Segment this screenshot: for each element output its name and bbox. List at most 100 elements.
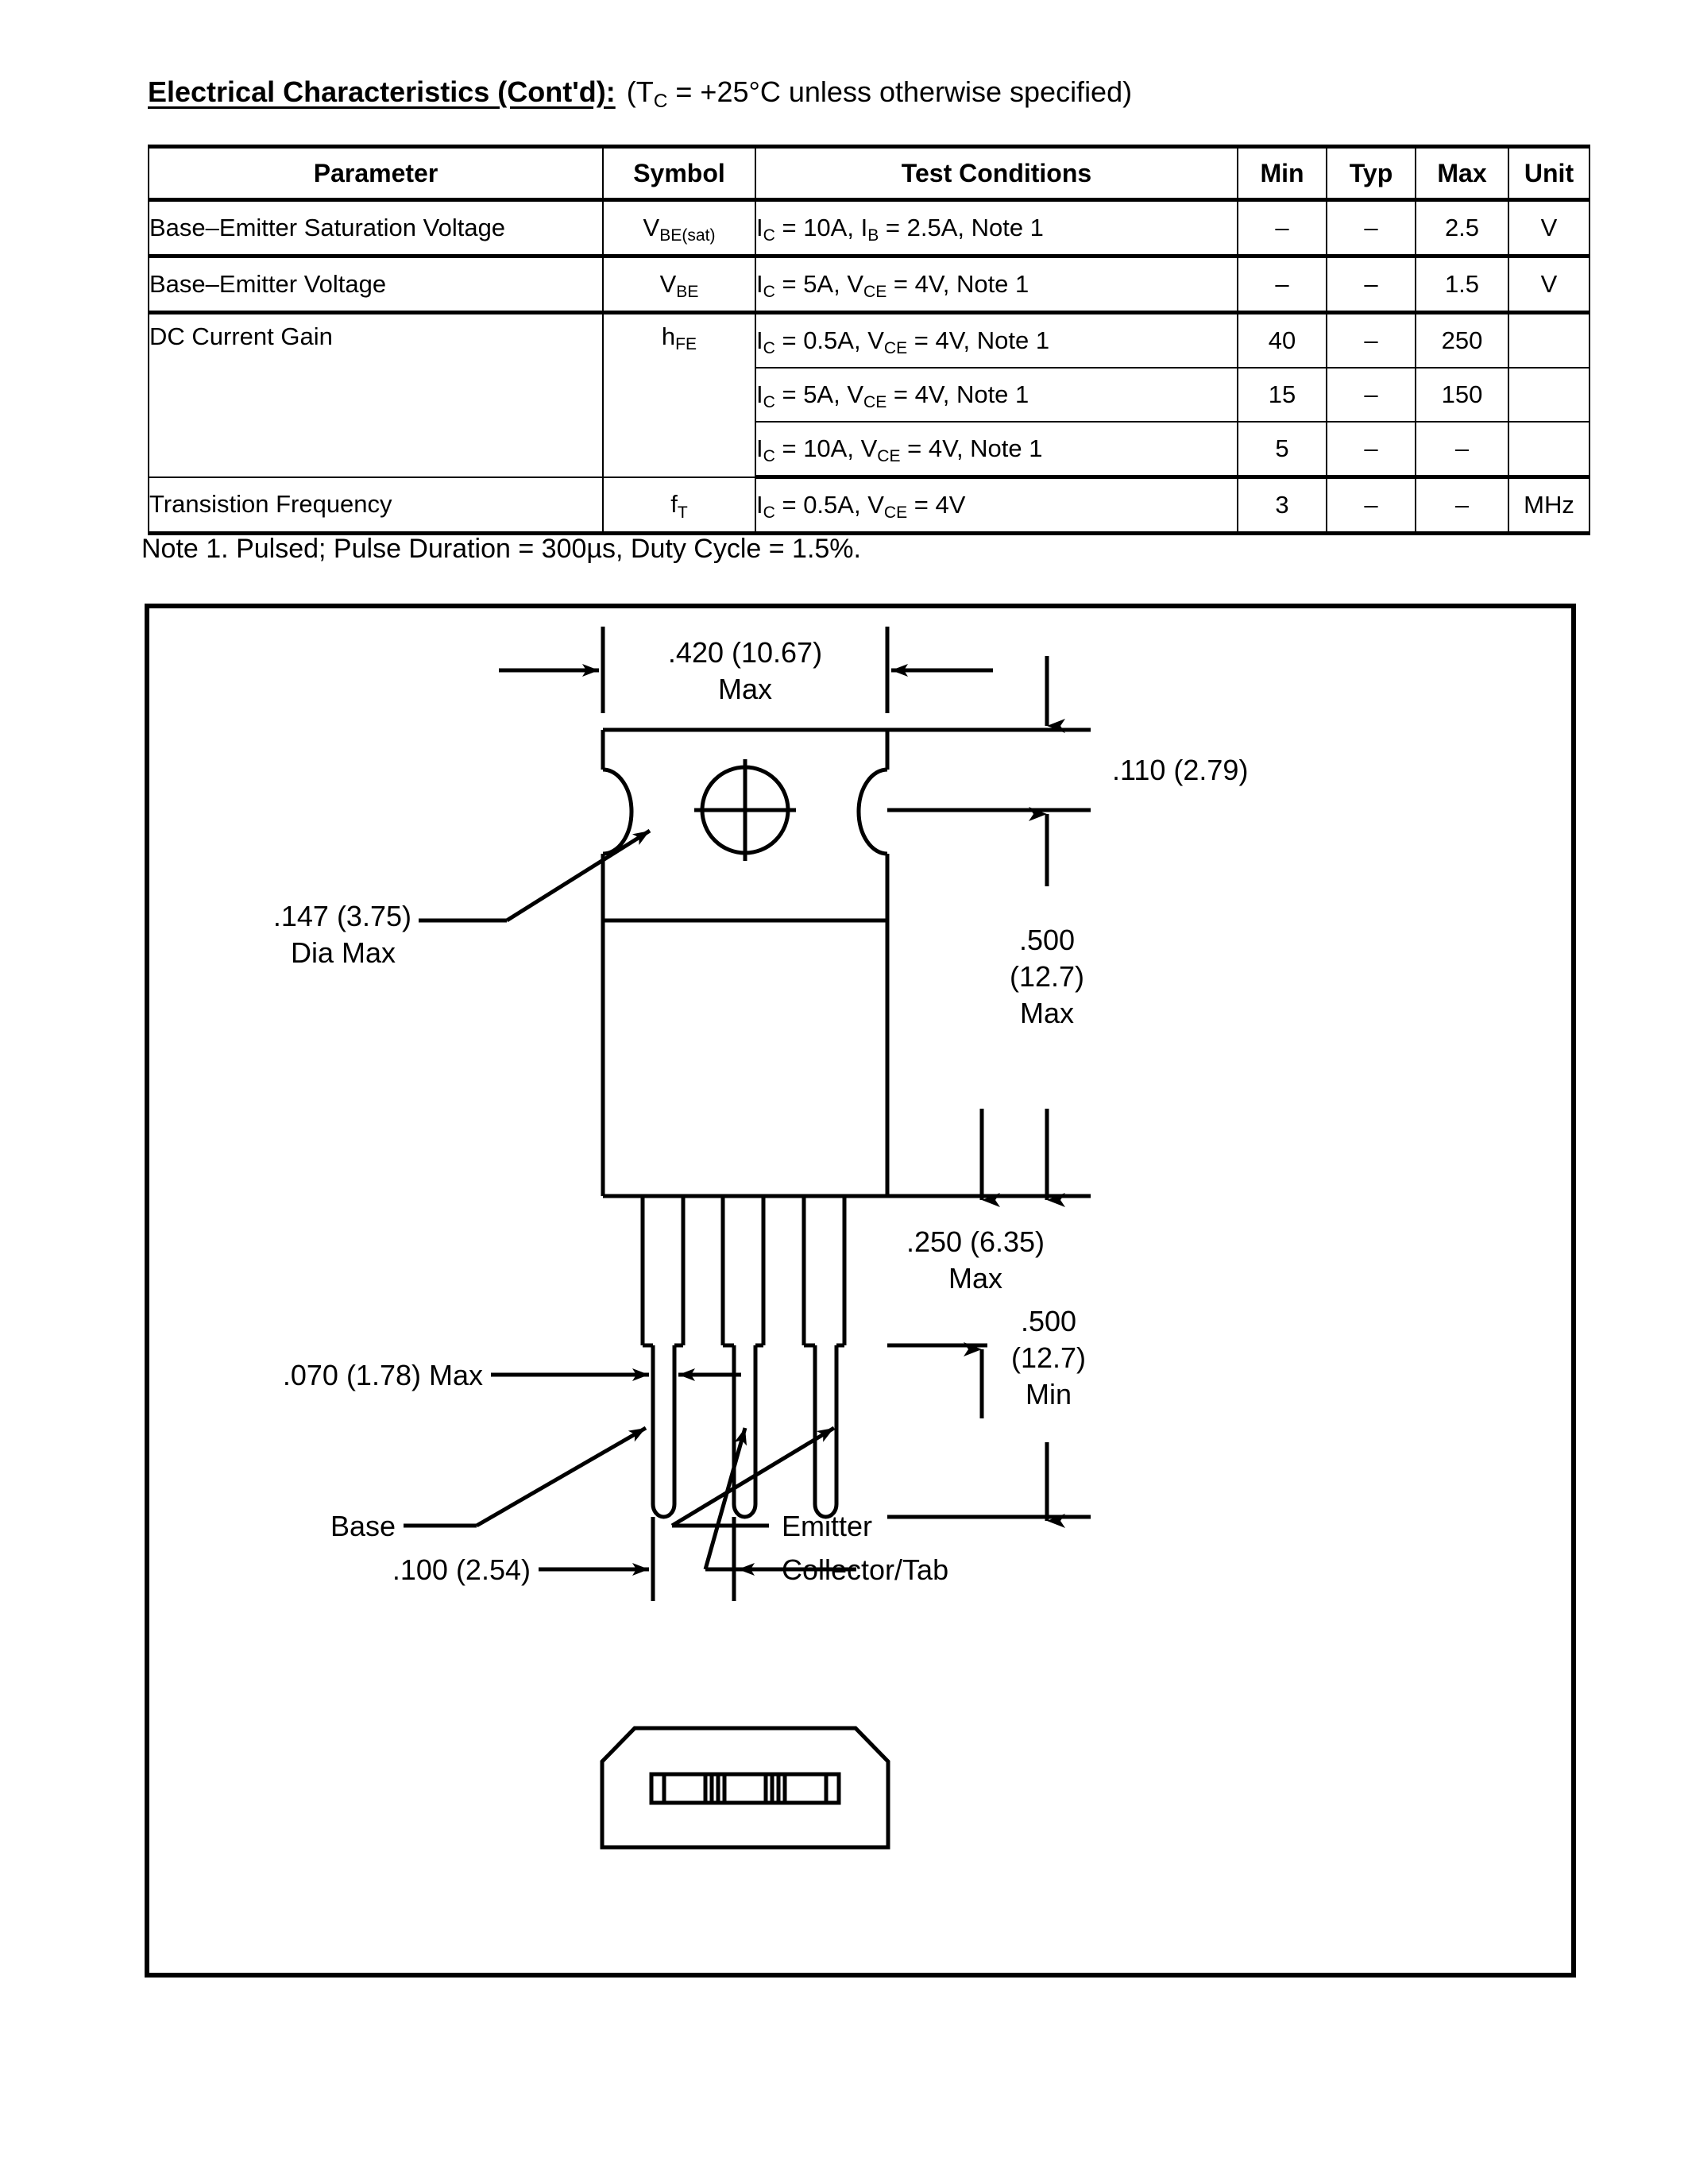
cond-text-2: = 4V [907, 491, 966, 519]
heading-condition-rest: = +25°C unless otherwise specified) [667, 75, 1133, 108]
cond-sym-1: I [756, 326, 763, 354]
cond-text-1: = 5A, [774, 270, 848, 298]
package-outline-drawing: .420 (10.67) Max .110 (2.79) .147 (3.75)… [145, 604, 1576, 1978]
cell-conditions: IC = 5A, VCE = 4V, Note 1 [755, 367, 1238, 423]
label-body-height-line2: (12.7) [1010, 960, 1084, 993]
cond-text-1: = 0.5A, [774, 491, 868, 519]
label-width-max-line1: .420 (10.67) [668, 636, 822, 669]
symbol-sub: T [677, 503, 688, 522]
table-row: Base–Emitter Voltage VBE IC = 5A, VCE = … [148, 255, 1590, 314]
cell-typ: – [1326, 367, 1416, 423]
table-row: DC Current Gain hFE IC = 0.5A, VCE = 4V,… [148, 311, 1590, 478]
label-lead-pitch: .100 (2.54) [392, 1553, 531, 1586]
cell-conditions: IC = 10A, VCE = 4V, Note 1 [755, 421, 1238, 479]
cond-sub-2: CE [877, 447, 901, 466]
column-header-max: Max [1415, 145, 1509, 202]
label-pin-emitter: Emitter [782, 1510, 872, 1542]
table-header-row: Parameter Symbol Test Conditions Min Typ… [148, 145, 1590, 202]
cell-min: – [1237, 199, 1327, 258]
label-shoulder-line2: Max [948, 1262, 1002, 1295]
cell-typ: – [1326, 476, 1416, 535]
cond-sym-2: V [847, 380, 864, 408]
cond-sub-2: CE [863, 283, 887, 302]
symbol-sub: FE [675, 335, 697, 354]
page-heading: Electrical Characteristics (Cont'd):(TC … [148, 75, 1133, 112]
cell-conditions: IC = 0.5A, VCE = 4V, Note 1 [755, 311, 1238, 369]
label-lead-length-line1: .500 [1021, 1305, 1076, 1337]
electrical-characteristics-table: Parameter Symbol Test Conditions Min Typ… [148, 145, 1590, 535]
cond-sub-1: C [763, 339, 775, 358]
label-lead-width-max: .070 (1.78) Max [283, 1359, 483, 1391]
cell-unit: V [1508, 255, 1590, 314]
cond-text-2: = 4V, Note 1 [886, 270, 1029, 298]
cell-unit [1508, 367, 1590, 423]
cond-sym-1: I [756, 214, 763, 241]
cond-sym-1: I [756, 434, 763, 462]
label-pin-base: Base [330, 1510, 396, 1542]
cond-sub-1: C [763, 226, 775, 245]
label-pin-collector: Collector/Tab [782, 1553, 948, 1586]
label-hole-dia-line1: .147 (3.75) [273, 900, 411, 932]
cond-sym-1: I [756, 491, 763, 519]
column-header-parameter: Parameter [148, 145, 604, 202]
cond-sub-2: B [867, 226, 879, 245]
label-width-max-line2: Max [718, 673, 772, 705]
label-lead-length-line2: (12.7) [1011, 1341, 1086, 1374]
cond-sub-2: CE [863, 393, 887, 412]
table-row: Base–Emitter Saturation Voltage VBE(sat)… [148, 199, 1590, 258]
cell-unit: V [1508, 199, 1590, 258]
cond-sym-2: V [847, 270, 864, 298]
symbol-base: V [643, 214, 660, 241]
table-body: Base–Emitter Saturation Voltage VBE(sat)… [148, 199, 1590, 535]
cond-text-2: = 4V, Note 1 [900, 434, 1043, 462]
cell-max: 2.5 [1415, 199, 1509, 258]
cell-typ: – [1326, 311, 1416, 369]
symbol-base: h [661, 322, 676, 350]
cell-min: – [1237, 255, 1327, 314]
cell-max: – [1415, 421, 1509, 479]
cell-unit [1508, 311, 1590, 369]
column-header-unit: Unit [1508, 145, 1590, 202]
label-hole-dia-line2: Dia Max [291, 936, 396, 969]
note-label: Note 1. [141, 534, 229, 564]
heading-title: Electrical Characteristics (Cont'd): [148, 75, 616, 108]
cell-max: 250 [1415, 311, 1509, 369]
cell-min: 40 [1237, 311, 1327, 369]
column-header-conditions: Test Conditions [755, 145, 1238, 202]
cell-symbol: VBE [602, 255, 756, 314]
dimension-labels: .420 (10.67) Max .110 (2.79) .147 (3.75)… [273, 636, 1249, 1586]
cell-max: – [1415, 476, 1509, 535]
heading-condition-prefix: (T [626, 75, 654, 108]
cond-text-1: = 0.5A, [774, 326, 868, 354]
cell-max: 1.5 [1415, 255, 1509, 314]
cond-sub-1: C [763, 504, 775, 523]
cell-symbol: fT [602, 476, 756, 535]
drawing-content [404, 627, 1091, 1850]
table-row: Transistion Frequency fT IC = 0.5A, VCE … [148, 476, 1590, 535]
cell-symbol: VBE(sat) [602, 199, 756, 258]
cell-conditions: IC = 10A, IB = 2.5A, Note 1 [755, 199, 1238, 258]
table-row: IC = 5A, VCE = 4V, Note 1 15 – 150 [149, 367, 1590, 423]
cond-sym-2: I [860, 214, 868, 241]
cell-unit: MHz [1508, 476, 1590, 535]
cell-typ: – [1326, 255, 1416, 314]
symbol-base: f [670, 490, 678, 519]
cond-sub-1: C [763, 283, 775, 302]
note-text-before: Pulsed; Pulse Duration = 300 [228, 534, 587, 564]
cond-sym-1: I [756, 270, 763, 298]
column-header-typ: Typ [1326, 145, 1416, 202]
symbol-sub: BE [676, 283, 699, 302]
label-tab-thickness: .110 (2.79) [1112, 754, 1248, 786]
cond-text-1: = 5A, [774, 380, 848, 408]
cell-max: 150 [1415, 367, 1509, 423]
cell-min: 5 [1237, 421, 1327, 479]
cond-sub-1: C [763, 393, 775, 412]
cell-parameter: DC Current Gain [148, 311, 604, 478]
cond-sym-2: V [867, 326, 884, 354]
cond-text-2: = 4V, Note 1 [886, 380, 1029, 408]
cond-text-2: = 2.5A, Note 1 [879, 214, 1044, 241]
label-shoulder-line1: .250 (6.35) [906, 1225, 1045, 1258]
cond-sym-2: V [860, 434, 878, 462]
cell-typ: – [1326, 199, 1416, 258]
